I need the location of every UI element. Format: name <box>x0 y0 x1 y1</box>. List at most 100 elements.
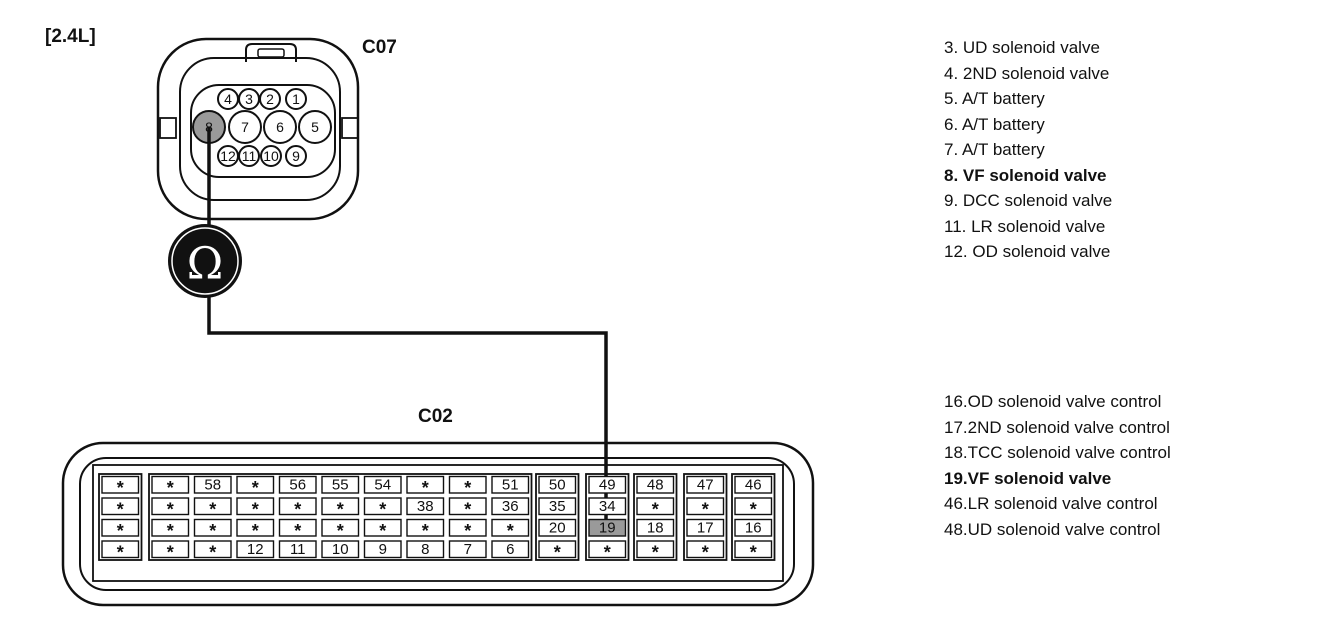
c02-pin <box>406 497 445 516</box>
c02-pin-number: 18 <box>647 519 664 536</box>
c02-pin-block <box>585 473 630 561</box>
c02-connector-label: C02 <box>418 406 453 427</box>
c07-pin <box>263 110 297 144</box>
c02-legend-item: 17.2ND solenoid valve control <box>944 417 1170 437</box>
c02-pin-number: 17 <box>697 519 714 536</box>
c07-pin-number: 3 <box>245 91 253 107</box>
c02-pin <box>538 540 577 559</box>
c07-housing-inner <box>179 57 341 201</box>
c07-pin-number: 5 <box>311 119 319 135</box>
c02-pin-block <box>148 473 533 561</box>
c02-legend-item: 18.TCC solenoid valve control <box>944 443 1171 462</box>
c02-pin-number: 58 <box>204 476 221 493</box>
c02-pin <box>686 475 725 494</box>
c02-pin-number: 20 <box>549 519 566 536</box>
c02-pin-unused: * <box>604 542 611 562</box>
c02-pin <box>363 540 402 559</box>
c07-pin <box>238 145 260 167</box>
c02-legend-item: 19.VF solenoid valve <box>944 468 1112 488</box>
c02-pin <box>448 540 487 559</box>
c02-pin <box>278 497 317 516</box>
c02-pin <box>588 497 627 516</box>
c07-latch <box>245 43 297 62</box>
c02-pin-unused: * <box>464 521 471 541</box>
c02-pin <box>151 518 190 537</box>
c02-pin <box>686 518 725 537</box>
c02-pin-unused: * <box>702 542 709 562</box>
c02-pin <box>151 475 190 494</box>
c02-pin <box>363 518 402 537</box>
c07-latch-slot <box>257 48 285 58</box>
c02-pin <box>321 497 360 516</box>
c07-pin-number: 7 <box>241 119 249 135</box>
c02-pin <box>101 497 140 516</box>
c02-pin-unused: * <box>750 542 757 562</box>
c02-pin-number: 56 <box>289 476 306 493</box>
c02-pin <box>193 475 232 494</box>
c07-pin-number: 10 <box>263 148 279 164</box>
c02-pin <box>636 518 675 537</box>
c02-pin-unused: * <box>209 499 216 519</box>
c07-pin-cavity <box>190 84 336 178</box>
c02-pin <box>101 518 140 537</box>
c02-pin-unused: * <box>702 499 709 519</box>
c02-pin <box>236 540 275 559</box>
c02-pin-legend: 16.OD solenoid valve control 17.2ND solen… <box>944 389 1171 542</box>
c02-pin <box>363 497 402 516</box>
c07-legend-item: 4. 2ND solenoid valve <box>944 63 1110 83</box>
c02-housing-outer <box>61 441 815 607</box>
c07-pin-number: 11 <box>242 148 257 164</box>
c02-pin-number: 12 <box>247 541 264 558</box>
c02-pin-number: 8 <box>421 541 429 558</box>
c02-pin <box>491 475 530 494</box>
c07-ear-left <box>159 117 177 139</box>
c02-legend-item: 46.LR solenoid valve control <box>944 494 1158 513</box>
c02-pin-number: 48 <box>647 476 664 493</box>
c02-pin <box>636 475 675 494</box>
c02-pin <box>734 475 773 494</box>
c02-pin-number: 54 <box>374 476 391 493</box>
c07-pin-number: 4 <box>224 91 232 107</box>
c07-legend-item: 6. A/T battery <box>944 114 1045 134</box>
probe-wire-lower <box>207 290 608 536</box>
c02-pin-unused: * <box>337 499 344 519</box>
c02-pin-number: 11 <box>290 541 306 558</box>
c02-pin-block <box>633 473 678 561</box>
c02-pin-unused: * <box>554 542 561 562</box>
c02-pin-unused: * <box>117 542 124 562</box>
c02-pin <box>236 497 275 516</box>
c02-pin-block <box>731 473 776 561</box>
c07-legend-item: 11. LR solenoid valve <box>944 216 1106 236</box>
c02-pin-number: 46 <box>745 476 762 493</box>
c07-pin <box>259 88 281 110</box>
c07-legend-item: 8. VF solenoid valve <box>944 165 1107 185</box>
c02-pin-number: 16 <box>745 519 762 536</box>
c02-pin-unused: * <box>422 521 429 541</box>
c02-pin-unused: * <box>167 542 174 562</box>
c02-pin-unused: * <box>209 542 216 562</box>
c02-pin-unused: * <box>209 521 216 541</box>
c02-pin-number: 19 <box>599 519 616 536</box>
c02-pin <box>406 518 445 537</box>
c02-pin-unused: * <box>464 499 471 519</box>
c02-pin <box>321 475 360 494</box>
c02-pin <box>538 497 577 516</box>
c02-pin-number: 7 <box>464 541 472 558</box>
c02-pin-unused: * <box>422 478 429 498</box>
c02-pin <box>193 497 232 516</box>
c02-pin-number: 6 <box>506 541 514 558</box>
c07-pin-number: 2 <box>266 91 274 107</box>
c02-pin <box>448 497 487 516</box>
c02-pin-block <box>535 473 580 561</box>
c02-pin-unused: * <box>379 499 386 519</box>
c02-pin-unused: * <box>252 478 259 498</box>
c02-pin <box>686 540 725 559</box>
c02-pin-number: 10 <box>332 541 349 558</box>
c07-ear-right <box>341 117 359 139</box>
c02-pin <box>406 540 445 559</box>
c07-pin-number: 1 <box>292 91 300 107</box>
c02-legend-item: 16.OD solenoid valve control <box>944 392 1162 411</box>
c02-pin-number: 38 <box>417 498 434 515</box>
c02-pin <box>491 540 530 559</box>
